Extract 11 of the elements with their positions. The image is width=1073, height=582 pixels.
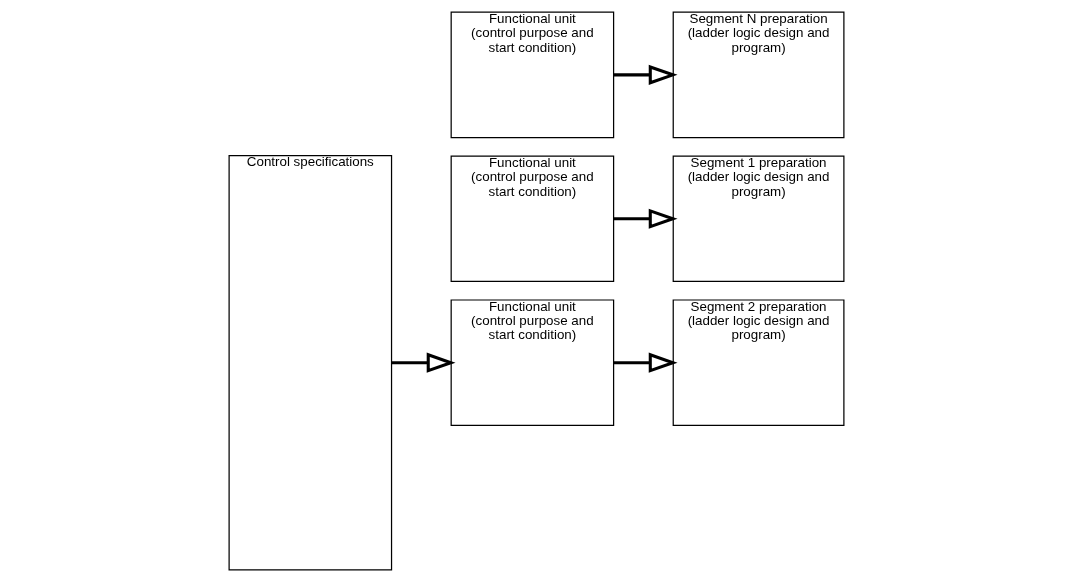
node-box: Control specifications xyxy=(228,154,393,571)
node-box: Segment N preparation (ladder logic design and program) xyxy=(672,11,845,139)
arrow xyxy=(613,352,678,373)
node-box: Functional unit (control purpose and start condition) xyxy=(450,11,615,139)
node-box: Functional unit (control purpose and start condition) xyxy=(450,155,615,283)
arrow xyxy=(391,352,456,373)
arrow xyxy=(613,64,678,85)
arrow xyxy=(613,208,678,229)
node-box: Segment 2 preparation (ladder logic design and program) xyxy=(672,299,845,427)
node-box: Segment 1 preparation (ladder logic design and program) xyxy=(672,155,845,283)
node-box: Functional unit (control purpose and start condition) xyxy=(450,299,615,427)
